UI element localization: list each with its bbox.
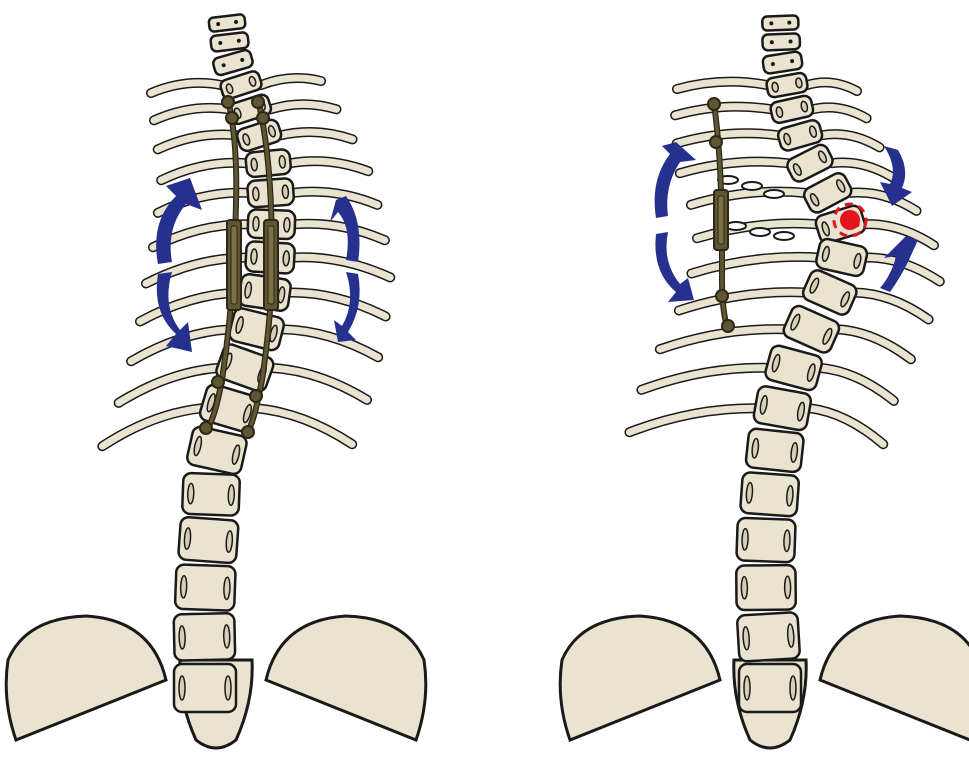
- left-rib: [691, 257, 817, 274]
- vertebra: [762, 51, 803, 74]
- pedicle-left: [187, 483, 194, 504]
- pedicle-right: [225, 676, 231, 700]
- right-rib: [256, 408, 352, 444]
- vertebra: [182, 473, 240, 516]
- pedicle-screw: [252, 96, 264, 108]
- rib-hook: [708, 98, 720, 110]
- pedicle-screw: [257, 112, 269, 124]
- vertebra: [739, 664, 801, 712]
- vertebra: [764, 344, 824, 392]
- left-rib: [679, 292, 805, 310]
- left-rod-connector-slot: [231, 226, 237, 304]
- pedicle-screw: [242, 426, 254, 438]
- right-rib: [295, 224, 385, 241]
- vertebra: [175, 564, 236, 611]
- vertebra-body: [762, 51, 803, 74]
- pedicle-screw: [222, 96, 234, 108]
- pedicle-left: [252, 187, 259, 201]
- panel-left-dual-growing-rods: [6, 14, 426, 748]
- rib-rod-connector-slot: [718, 196, 724, 244]
- vertebra: [762, 33, 800, 50]
- vertebra: [762, 15, 799, 30]
- rib-gap: [750, 228, 770, 236]
- pedicle-right: [785, 576, 791, 598]
- right-rod-connector-slot: [268, 226, 274, 304]
- pedicle-right: [786, 485, 793, 506]
- rib-gap: [742, 182, 762, 190]
- left-iliac-wing: [6, 616, 166, 740]
- rib-hook: [710, 136, 722, 148]
- pedicle-screw: [226, 112, 238, 124]
- pedicle-left: [251, 158, 258, 171]
- pedicle-right: [279, 155, 286, 168]
- vertebra: [178, 517, 239, 564]
- vertebra-body: [762, 15, 799, 30]
- pedicle-screw: [212, 376, 224, 388]
- pedicle-left: [741, 577, 747, 599]
- pedicle-right: [787, 624, 794, 647]
- pedicle-left: [251, 249, 258, 264]
- right-rib: [809, 408, 883, 444]
- vertebra: [210, 32, 249, 52]
- left-rib: [102, 408, 202, 446]
- right-rib: [282, 329, 378, 357]
- pedicle-right: [790, 676, 796, 700]
- vertebra: [740, 472, 799, 517]
- pedicle-left: [179, 676, 185, 700]
- pedicle-right: [224, 577, 231, 599]
- rib-hook: [716, 290, 728, 302]
- pedicle-right: [284, 218, 291, 232]
- pedicle-left: [746, 482, 753, 503]
- pedicle-right: [228, 485, 235, 506]
- vertebra: [736, 518, 795, 563]
- target-icon: [840, 210, 860, 230]
- pedicle-left: [744, 676, 750, 700]
- vertebra-body: [210, 32, 249, 52]
- vertebra: [208, 14, 245, 32]
- right-lower-arrow: [334, 272, 360, 342]
- rib-hook: [722, 320, 734, 332]
- rib-gap: [764, 190, 784, 198]
- vertebra: [745, 428, 804, 473]
- right-iliac-wing: [820, 616, 969, 740]
- right-iliac-wing: [266, 616, 426, 740]
- vertebra: [186, 425, 248, 475]
- pedicle-right: [283, 251, 290, 266]
- pedicle-left: [253, 217, 260, 231]
- pedicle-screw: [200, 422, 212, 434]
- rib-gap: [774, 232, 794, 240]
- vertebra: [174, 613, 236, 661]
- pedicle-right: [223, 625, 230, 648]
- left-upper-arrow: [156, 178, 202, 264]
- vertebra: [736, 565, 796, 610]
- pedicle-right: [282, 185, 289, 199]
- pedicle-right: [784, 530, 791, 552]
- pedicle-left: [180, 576, 187, 598]
- vertebra: [737, 612, 800, 662]
- vertebra: [174, 664, 236, 712]
- left-lower-arrow: [655, 232, 694, 302]
- pedicle-left: [179, 626, 186, 649]
- vertebra: [769, 94, 814, 124]
- vertebra-body: [762, 33, 800, 50]
- pedicle-left: [742, 529, 749, 551]
- vertebra: [753, 385, 813, 431]
- pedicle-left: [742, 627, 749, 650]
- panel-right-rib-based-rod: [560, 15, 969, 748]
- vertebra-body: [208, 14, 245, 32]
- left-rib: [158, 135, 238, 150]
- right-rib: [855, 292, 929, 319]
- pedicle-screw: [250, 390, 262, 402]
- left-lower-arrow: [157, 272, 192, 352]
- vertebra: [766, 72, 809, 98]
- left-iliac-wing: [560, 616, 720, 740]
